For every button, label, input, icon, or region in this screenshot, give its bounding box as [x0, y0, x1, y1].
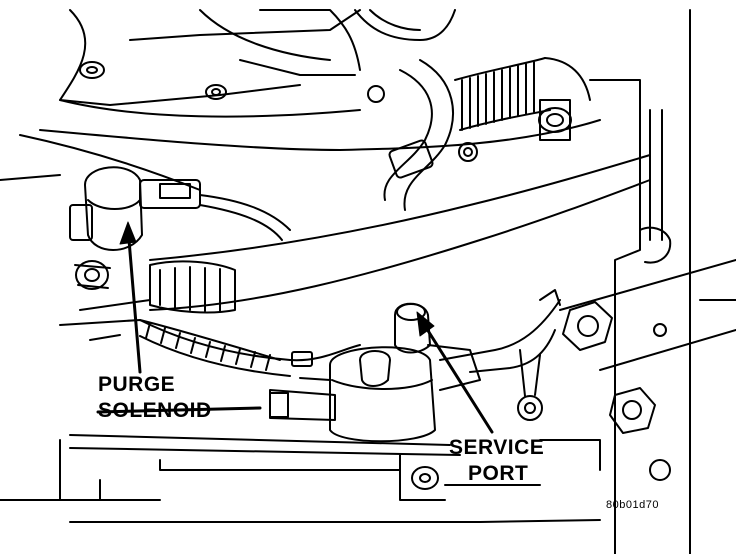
s-tube [367, 59, 478, 211]
service-leader-line [418, 316, 494, 434]
corrugated-hose [454, 57, 591, 131]
main-hose [39, 9, 651, 311]
purge-arrowhead [119, 221, 137, 245]
purge-label-line2: SOLENOID [98, 399, 212, 422]
filter-drier [269, 289, 561, 443]
service-arrowhead [416, 311, 435, 337]
intake-housing [0, 9, 361, 191]
purge-label-line1: PURGE [98, 373, 176, 396]
purge-underline-leader [96, 406, 262, 414]
purge-solenoid [59, 166, 291, 361]
purge-leader-line [126, 226, 142, 374]
service-label-line2: PORT [468, 462, 529, 485]
figure-code: 80b01d70 [606, 499, 659, 511]
right-bracket [538, 9, 736, 554]
arrowheads [119, 221, 435, 337]
wire-harness [139, 319, 361, 377]
lower-frame [0, 434, 601, 523]
service-label-line1: SERVICE [449, 436, 545, 459]
leader-arrows [96, 226, 494, 434]
